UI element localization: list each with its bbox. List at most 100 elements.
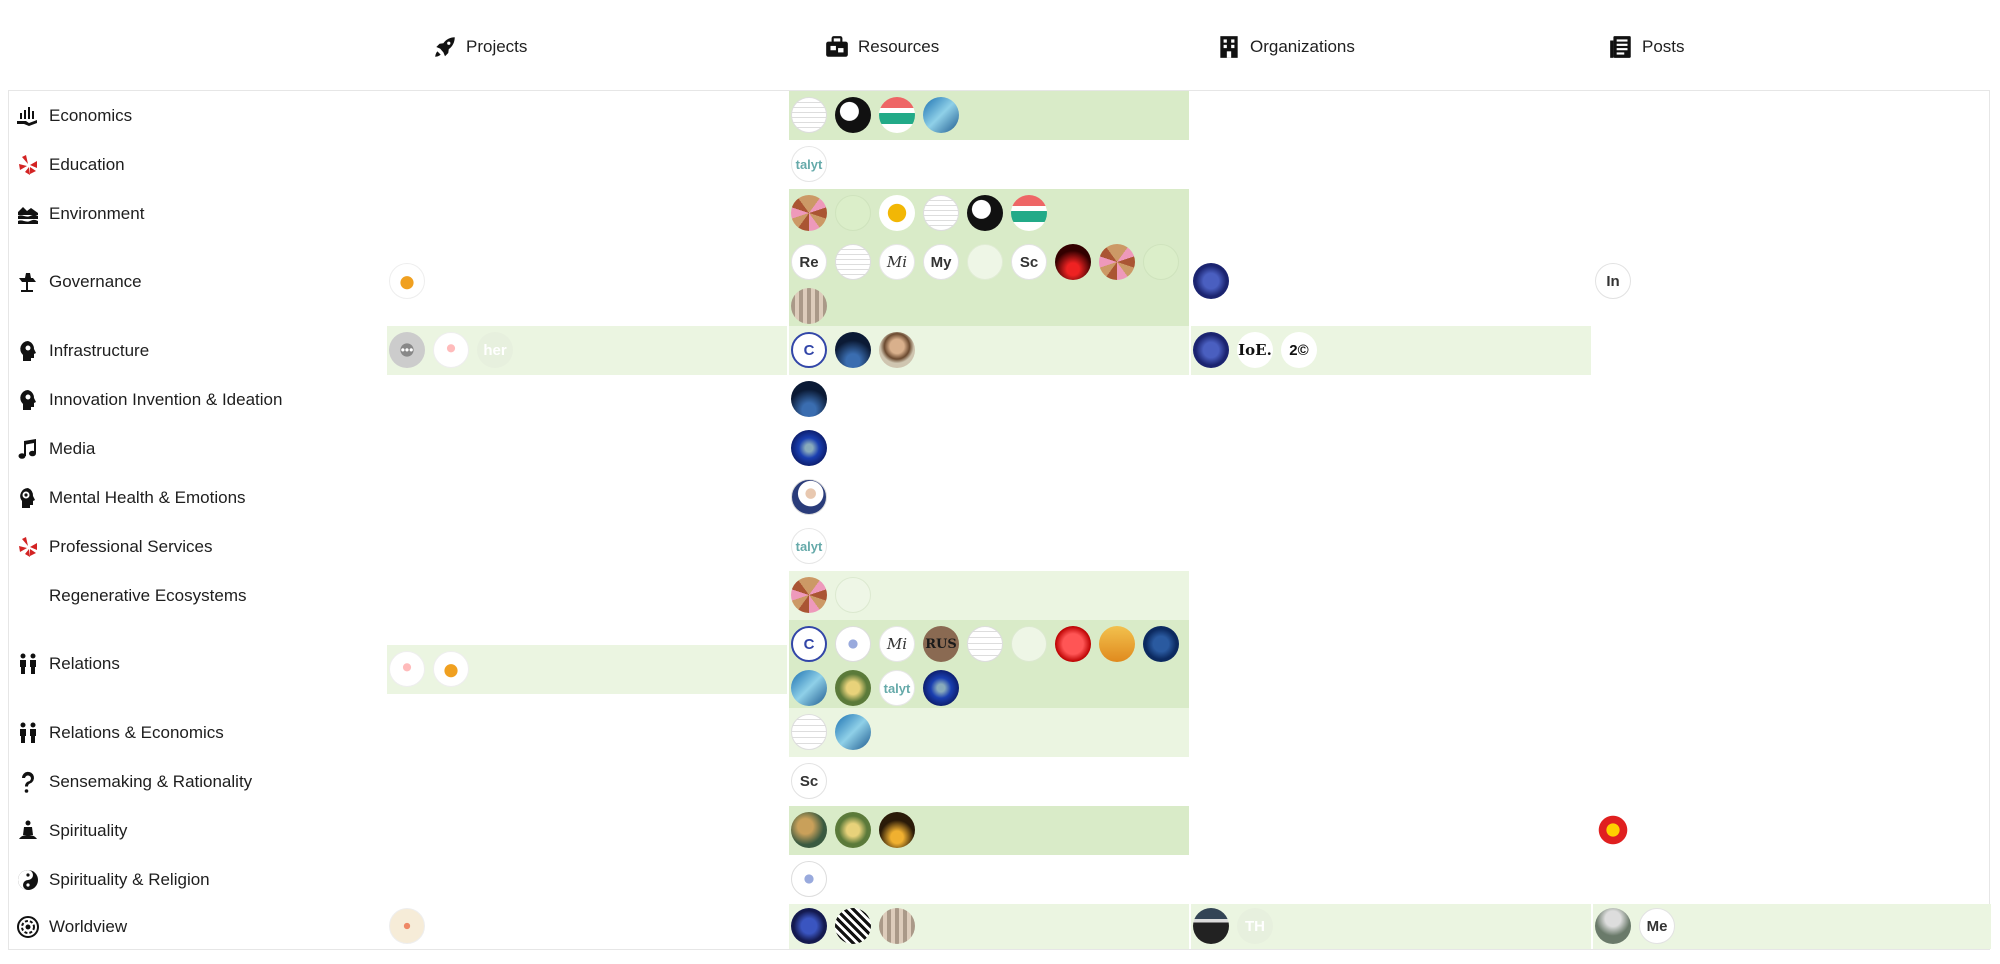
cell-worldview-resources	[789, 904, 1189, 949]
project-avatar[interactable]	[389, 263, 425, 299]
post-avatar[interactable]	[1595, 812, 1631, 848]
head-gear-icon	[15, 338, 41, 364]
resource-avatar[interactable]: Sc	[791, 763, 827, 799]
category-label-media[interactable]: Media	[9, 424, 384, 473]
resource-avatar[interactable]	[923, 670, 959, 706]
resource-avatar[interactable]	[923, 97, 959, 133]
head-gear-icon	[15, 387, 41, 413]
resource-avatar[interactable]: C	[791, 626, 827, 662]
resource-avatar[interactable]	[791, 908, 827, 944]
yelp-icon	[15, 534, 41, 560]
resource-avatar[interactable]	[879, 195, 915, 231]
resource-avatar[interactable]	[835, 626, 871, 662]
resource-avatar[interactable]	[879, 332, 915, 368]
column-header-resources[interactable]: Resources	[824, 30, 939, 64]
resource-avatar[interactable]	[1011, 626, 1047, 662]
resource-avatar[interactable]: Mi	[879, 244, 915, 280]
people-icon	[15, 651, 41, 677]
category-label-professional-services[interactable]: Professional Services	[9, 522, 384, 571]
resource-avatar[interactable]	[791, 479, 827, 515]
resource-avatar[interactable]	[879, 97, 915, 133]
column-header-projects[interactable]: Projects	[432, 30, 527, 64]
resource-avatar[interactable]	[879, 812, 915, 848]
resource-avatar[interactable]: Re	[791, 244, 827, 280]
resource-avatar[interactable]	[791, 288, 827, 324]
resource-avatar[interactable]	[1143, 626, 1179, 662]
project-avatar[interactable]	[389, 908, 425, 944]
resource-avatar[interactable]	[791, 381, 827, 417]
head-brain-icon	[15, 485, 41, 511]
project-avatar[interactable]	[389, 651, 425, 687]
resource-avatar[interactable]	[835, 908, 871, 944]
resource-avatar[interactable]	[835, 332, 871, 368]
resource-avatar[interactable]: Mi	[879, 626, 915, 662]
landscape-icon	[15, 201, 41, 227]
column-header-posts[interactable]: Posts	[1608, 30, 1685, 64]
resource-avatar[interactable]	[1099, 244, 1135, 280]
category-label-sensemaking[interactable]: Sensemaking & Rationality	[9, 757, 384, 806]
resource-avatar[interactable]	[835, 670, 871, 706]
resource-avatar[interactable]	[835, 577, 871, 613]
resource-avatar[interactable]: talyt	[791, 146, 827, 182]
resource-avatar[interactable]	[791, 670, 827, 706]
post-avatar[interactable]	[1595, 908, 1631, 944]
resource-avatar[interactable]	[791, 577, 827, 613]
resource-avatar[interactable]	[1011, 195, 1047, 231]
resource-avatar[interactable]: C	[791, 332, 827, 368]
project-avatar[interactable]	[433, 332, 469, 368]
cell-infrastructure-projects: ••• her	[387, 326, 787, 375]
resource-avatar[interactable]	[791, 861, 827, 897]
column-header-organizations[interactable]: Organizations	[1216, 30, 1355, 64]
resource-avatar[interactable]	[967, 244, 1003, 280]
project-avatar[interactable]: her	[477, 332, 513, 368]
category-label-spirituality-religion[interactable]: Spirituality & Religion	[9, 855, 384, 904]
resource-avatar[interactable]	[923, 195, 959, 231]
category-label-spirituality[interactable]: Spirituality	[9, 806, 384, 855]
category-label-infrastructure[interactable]: Infrastructure	[9, 326, 384, 375]
resource-avatar[interactable]: talyt	[791, 528, 827, 564]
resource-avatar[interactable]	[835, 714, 871, 750]
category-label-economics[interactable]: Economics	[9, 91, 384, 140]
organization-avatar[interactable]	[1193, 908, 1229, 944]
resource-avatar[interactable]	[791, 430, 827, 466]
category-label-environment[interactable]: Environment	[9, 189, 384, 238]
resource-avatar[interactable]	[791, 97, 827, 133]
resource-avatar[interactable]: Sc	[1011, 244, 1047, 280]
project-avatar[interactable]	[433, 651, 469, 687]
organization-avatar[interactable]	[1193, 332, 1229, 368]
resource-avatar[interactable]	[835, 195, 871, 231]
resource-avatar[interactable]: RUS	[923, 626, 959, 662]
resource-avatar[interactable]	[791, 812, 827, 848]
resource-avatar[interactable]	[791, 195, 827, 231]
category-row-relations-economics: Relations & Economics	[9, 708, 1991, 757]
resource-avatar[interactable]	[967, 626, 1003, 662]
category-label-governance[interactable]: Governance	[9, 238, 384, 326]
resource-avatar[interactable]	[835, 97, 871, 133]
organization-avatar[interactable]: TH	[1237, 908, 1273, 944]
category-label-innovation[interactable]: Innovation Invention & Ideation	[9, 375, 384, 424]
resource-avatar[interactable]	[879, 908, 915, 944]
resource-avatar[interactable]: My	[923, 244, 959, 280]
organization-avatar[interactable]: IoE.	[1237, 332, 1273, 368]
post-avatar[interactable]: Me	[1639, 908, 1675, 944]
resource-avatar[interactable]	[967, 195, 1003, 231]
category-label-relations[interactable]: Relations	[9, 620, 384, 708]
resource-avatar[interactable]	[1055, 626, 1091, 662]
resource-avatar[interactable]: talyt	[879, 670, 915, 706]
resource-avatar[interactable]	[835, 812, 871, 848]
project-avatar[interactable]: •••	[389, 332, 425, 368]
organization-avatar[interactable]	[1193, 263, 1229, 299]
resource-avatar[interactable]	[1099, 626, 1135, 662]
resource-avatar[interactable]	[1143, 244, 1179, 280]
category-row-governance: Governance Re Mi My Sc	[9, 238, 1991, 326]
resource-avatar[interactable]	[791, 714, 827, 750]
category-label-relations-economics[interactable]: Relations & Economics	[9, 708, 384, 757]
organization-avatar[interactable]: 2©	[1281, 332, 1317, 368]
resource-avatar[interactable]	[1055, 244, 1091, 280]
category-label-mental-health[interactable]: Mental Health & Emotions	[9, 473, 384, 522]
category-label-worldview[interactable]: Worldview	[9, 904, 384, 949]
resource-avatar[interactable]	[835, 244, 871, 280]
post-avatar[interactable]: In	[1595, 263, 1631, 299]
category-label-education[interactable]: Education	[9, 140, 384, 189]
category-label-regenerative-ecosystems[interactable]: Regenerative Ecosystems	[9, 571, 384, 620]
